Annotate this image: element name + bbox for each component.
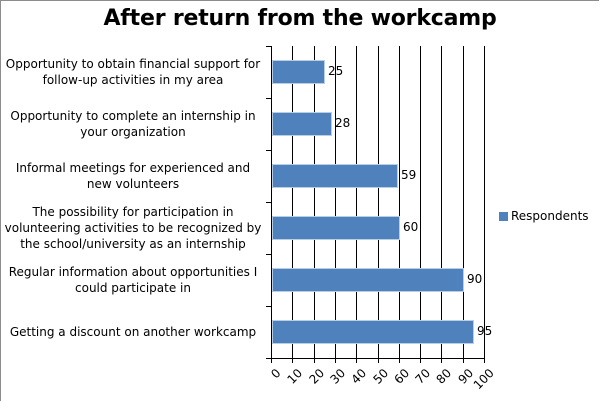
legend-label: Respondents — [511, 209, 589, 223]
data-label: 28 — [335, 116, 351, 130]
x-tick — [356, 358, 357, 363]
x-tick — [399, 358, 400, 363]
x-tick — [484, 358, 485, 363]
category-label: Regular information about opportunities … — [8, 265, 258, 295]
x-tick — [463, 358, 464, 363]
bar[interactable] — [272, 112, 332, 136]
y-tick — [266, 306, 271, 307]
category-label: Opportunity to obtain financial support … — [5, 57, 261, 87]
y-tick — [266, 98, 271, 99]
y-tick — [266, 254, 271, 255]
x-tick — [335, 358, 336, 363]
y-tick — [266, 150, 271, 151]
x-tick — [292, 358, 293, 363]
bar[interactable] — [272, 164, 398, 188]
data-label: 90 — [467, 272, 483, 286]
y-tick — [266, 358, 271, 359]
data-label: 95 — [477, 324, 493, 338]
data-label: 60 — [403, 220, 419, 234]
gridline — [356, 46, 357, 358]
category-label: The possibility for participation in vol… — [4, 205, 262, 251]
chart-title: After return from the workcamp — [103, 6, 497, 31]
x-tick — [314, 358, 315, 363]
category-label: Informal meetings for experienced and ne… — [15, 161, 251, 191]
gridline — [484, 46, 485, 358]
y-axis — [271, 46, 272, 358]
legend-swatch-icon — [499, 211, 508, 221]
gridline — [335, 46, 336, 358]
x-tick — [420, 358, 421, 363]
gridline — [441, 46, 442, 358]
x-tick — [271, 358, 272, 363]
bar[interactable] — [272, 268, 464, 292]
gridline — [292, 46, 293, 358]
data-label: 25 — [328, 64, 344, 78]
y-tick — [266, 46, 271, 47]
gridline — [314, 46, 315, 358]
plot-area — [271, 46, 485, 358]
gridline — [399, 46, 400, 358]
gridline — [420, 46, 421, 358]
bar[interactable] — [272, 60, 325, 84]
gridline — [463, 46, 464, 358]
category-label: Getting a discount on another workcamp — [9, 325, 257, 339]
bar[interactable] — [272, 216, 400, 240]
x-tick — [441, 358, 442, 363]
y-tick — [266, 202, 271, 203]
gridline — [378, 46, 379, 358]
x-axis — [266, 358, 485, 359]
bar[interactable] — [272, 320, 474, 344]
data-label: 59 — [401, 168, 417, 182]
category-label: Opportunity to complete an internship in… — [10, 109, 256, 139]
x-tick — [378, 358, 379, 363]
legend: Respondents — [499, 209, 589, 223]
